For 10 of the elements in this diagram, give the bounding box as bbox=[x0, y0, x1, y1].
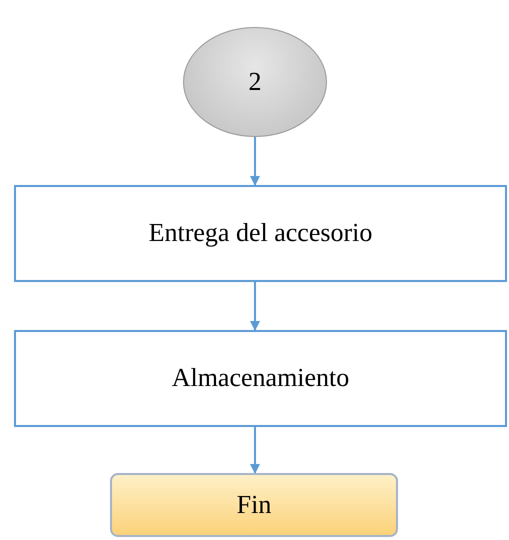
process-box bbox=[14, 185, 507, 282]
process-box bbox=[14, 330, 507, 427]
node-label: Fin bbox=[236, 488, 272, 521]
node-label: Almacenamiento bbox=[172, 362, 350, 394]
terminal-box bbox=[110, 473, 398, 537]
arrow bbox=[250, 427, 260, 474]
node-label: Entrega del accesorio bbox=[148, 217, 372, 250]
arrow bbox=[250, 137, 260, 186]
arrow bbox=[250, 282, 260, 331]
node-label: 2 bbox=[248, 66, 262, 98]
